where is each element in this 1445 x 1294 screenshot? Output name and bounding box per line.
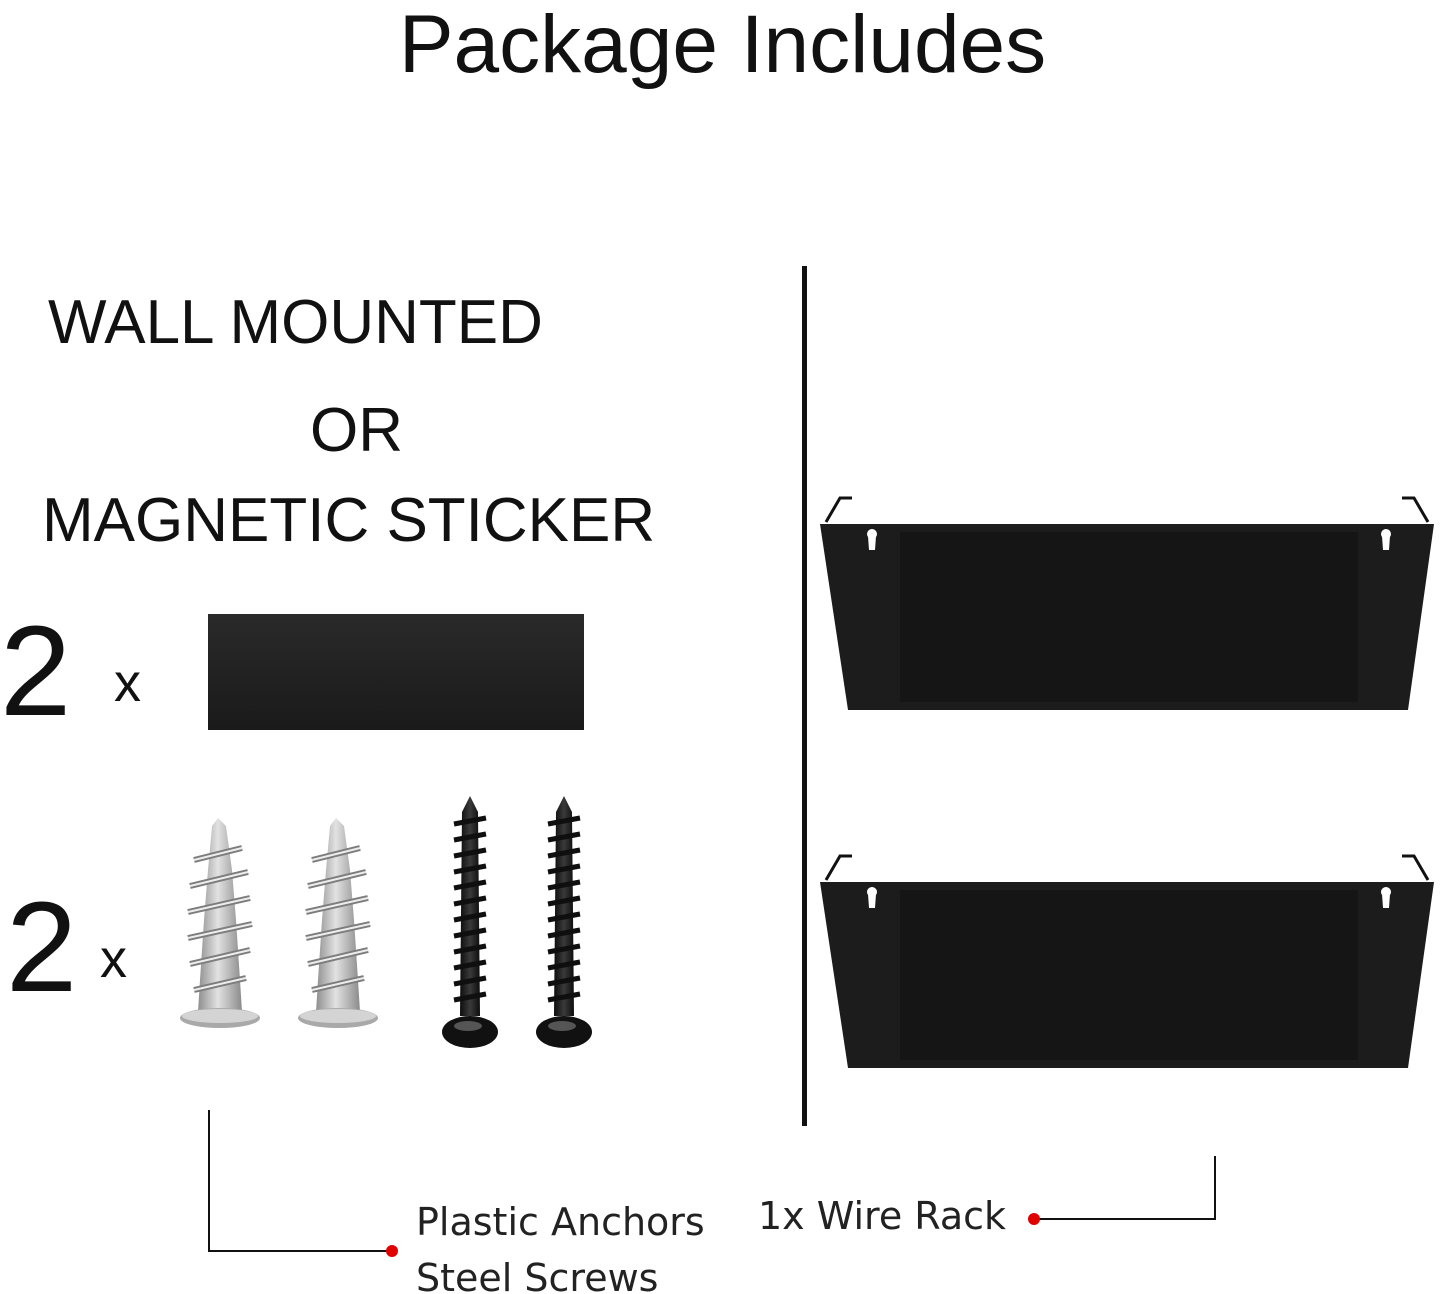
plastic-anchor-icon [180, 818, 260, 1028]
hardware-callout-line [208, 1250, 392, 1252]
magnetic-sticker-count: 2 [0, 600, 72, 743]
magnetic-sticker-image [208, 614, 584, 730]
hardware-image [180, 796, 592, 1048]
steel-screw-icon [536, 796, 592, 1048]
magnetic-sticker-multiplier: x [114, 653, 141, 713]
hardware-callout-dot [386, 1245, 398, 1257]
steel-screw-icon [442, 796, 498, 1048]
mounting-option-wall: WALL MOUNTED [48, 288, 543, 357]
plastic-anchor-icon [298, 818, 378, 1028]
rack-callout-dot [1028, 1213, 1040, 1225]
hardware-callout-line [208, 1110, 210, 1252]
mounting-option-or: OR [310, 396, 403, 465]
mounting-option-magnetic: MAGNETIC STICKER [42, 486, 656, 555]
wire-rack-image-top [820, 496, 1434, 710]
steel-screws-label: Steel Screws [416, 1256, 659, 1294]
hardware-count: 2 [6, 876, 78, 1019]
wire-rack-label: 1x Wire Rack [758, 1194, 1007, 1238]
rack-callout-line [1214, 1156, 1216, 1220]
rack-callout-line [1036, 1218, 1216, 1220]
plastic-anchors-label: Plastic Anchors [416, 1200, 705, 1244]
page-title: Package Includes [398, 0, 1047, 90]
section-divider [802, 266, 807, 1126]
hardware-multiplier: x [100, 929, 127, 989]
wire-rack-image-bottom [820, 854, 1434, 1068]
